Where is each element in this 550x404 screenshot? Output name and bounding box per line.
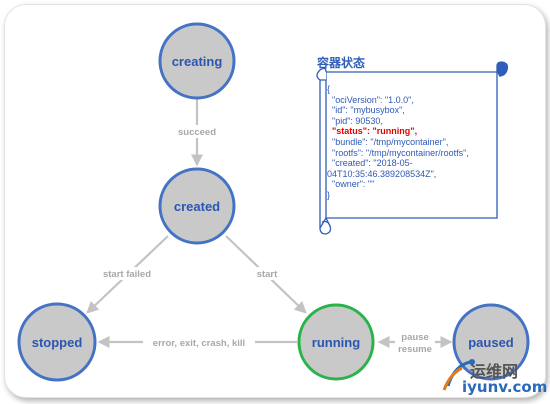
watermark-cn: 运维网 — [470, 362, 519, 381]
edge-label-stop-reasons: error, exit, crash, kill — [153, 338, 245, 349]
state-running: running — [297, 303, 375, 381]
state-creating-label: creating — [172, 54, 223, 69]
watermark-url: iyunv.com — [462, 378, 548, 396]
json-line: "owner": "" — [327, 179, 375, 190]
json-line: 04T10:35:46.389208534Z", — [327, 168, 437, 179]
json-line: "id": "mybusybox", — [327, 105, 405, 116]
state-created-label: created — [174, 199, 220, 214]
state-paused-label: paused — [468, 335, 514, 350]
json-line: { — [327, 84, 331, 94]
edge-label-start-failed: start failed — [103, 269, 151, 280]
state-running-label: running — [312, 335, 360, 350]
status-json: { "ociVersion": "1.0.0", "id": "mybusybo… — [327, 84, 507, 201]
json-line: "ociVersion": "1.0.0", — [327, 94, 414, 105]
json-line: } — [327, 189, 331, 200]
state-created: created — [158, 167, 236, 245]
panel-title: 容器状态 — [317, 56, 366, 70]
edge-label-succeed: succeed — [178, 127, 216, 138]
state-stopped-label: stopped — [32, 335, 83, 350]
json-line: "bundle": "/tmp/mycontainer", — [327, 136, 449, 147]
scroll-panel — [316, 61, 509, 235]
json-line: "rootfs": "/tmp/mycontainer/rootfs", — [327, 147, 469, 158]
json-line-status: "status": "running", — [327, 126, 418, 137]
json-line: "created": "2018-05- — [327, 158, 413, 169]
state-creating: creating — [158, 22, 236, 100]
state-stopped: stopped — [17, 302, 97, 382]
edge-label-start: start — [257, 269, 278, 280]
watermark: 运维网 iyunv.com — [440, 356, 548, 400]
edge-label-pause: pause — [401, 332, 428, 343]
edge-label-resume: resume — [398, 344, 432, 355]
json-line: "pid": 90530, — [327, 115, 383, 126]
watermark-logo-icon — [442, 359, 475, 391]
